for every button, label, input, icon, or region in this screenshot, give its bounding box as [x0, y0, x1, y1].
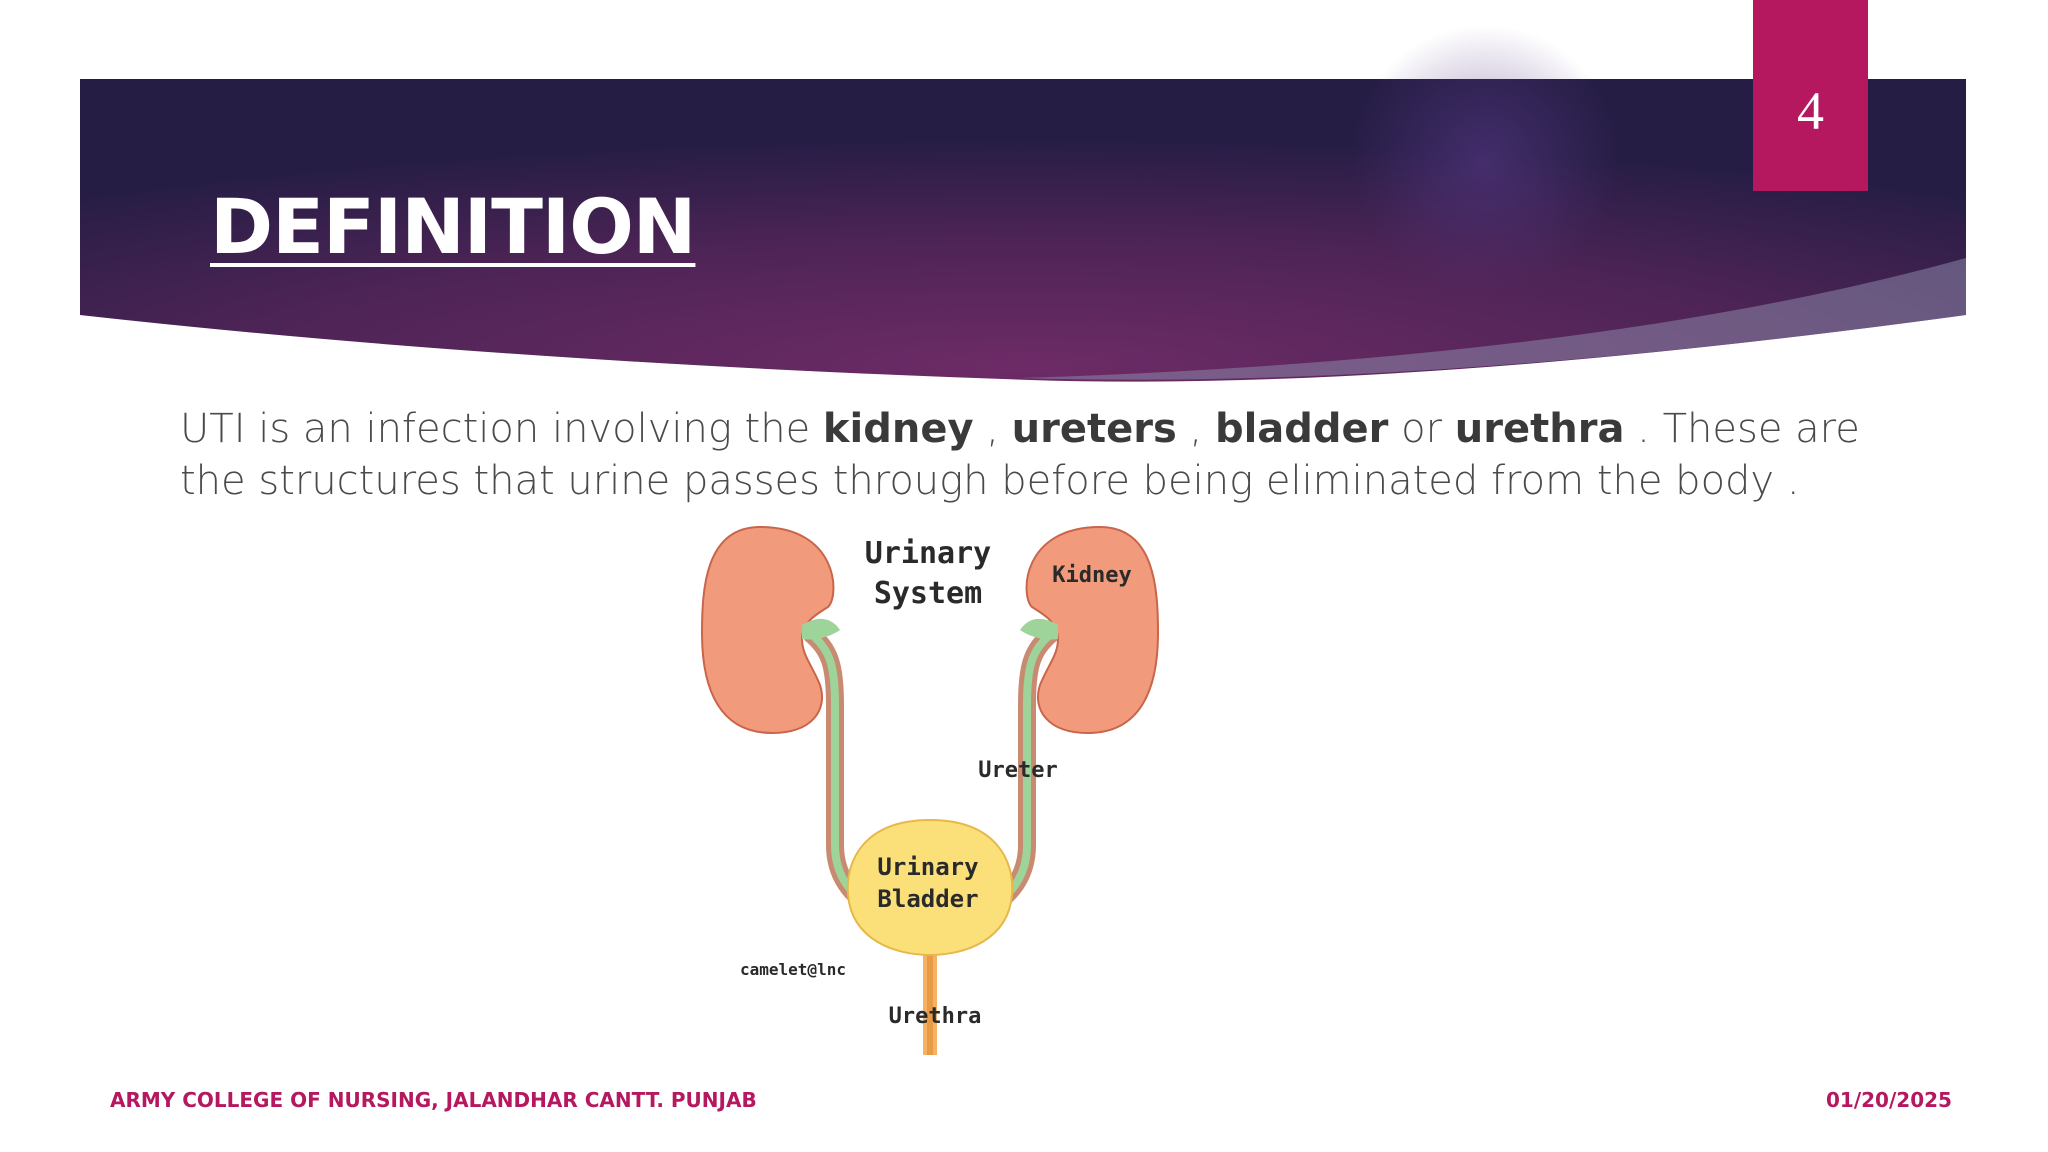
definition-rest: . These are the structures that urine pa…	[180, 406, 1860, 504]
slide-number-badge: 4	[1753, 0, 1868, 191]
diagram-title-line2: System	[874, 576, 982, 611]
left-kidney-shape	[700, 525, 835, 735]
term-kidney: kidney	[822, 406, 974, 452]
bladder-label-line1: Urinary	[877, 853, 978, 881]
separator: ,	[1176, 406, 1215, 452]
urethra-label: Urethra	[889, 1004, 982, 1029]
title-banner	[80, 25, 1966, 382]
term-bladder: bladder	[1214, 406, 1389, 452]
separator: or	[1388, 406, 1455, 452]
definition-text: UTI is an infection involving the kidney…	[180, 403, 1900, 507]
footer-date: 01/20/2025	[1826, 1088, 1952, 1112]
credit-label: camelet@lnc	[740, 960, 846, 979]
ureter-label: Ureter	[978, 758, 1057, 783]
slide-number: 4	[1797, 80, 1824, 141]
definition-intro: UTI is an infection involving the	[180, 406, 823, 452]
term-urethra: urethra	[1454, 406, 1625, 452]
bladder-shape	[846, 818, 1014, 957]
diagram-title-line1: Urinary	[865, 536, 991, 571]
urinary-system-diagram: Urinary System Kidney Ureter Urinary Bla…	[700, 525, 1160, 1055]
kidney-label: Kidney	[1052, 563, 1131, 588]
footer-institution: ARMY COLLEGE OF NURSING, JALANDHAR CANTT…	[110, 1088, 757, 1112]
term-ureters: ureters	[1011, 406, 1177, 452]
separator: ,	[973, 406, 1012, 452]
slide-title: DEFINITION	[210, 182, 696, 271]
right-kidney-shape	[1025, 525, 1160, 735]
bladder-label-line2: Bladder	[877, 885, 978, 913]
